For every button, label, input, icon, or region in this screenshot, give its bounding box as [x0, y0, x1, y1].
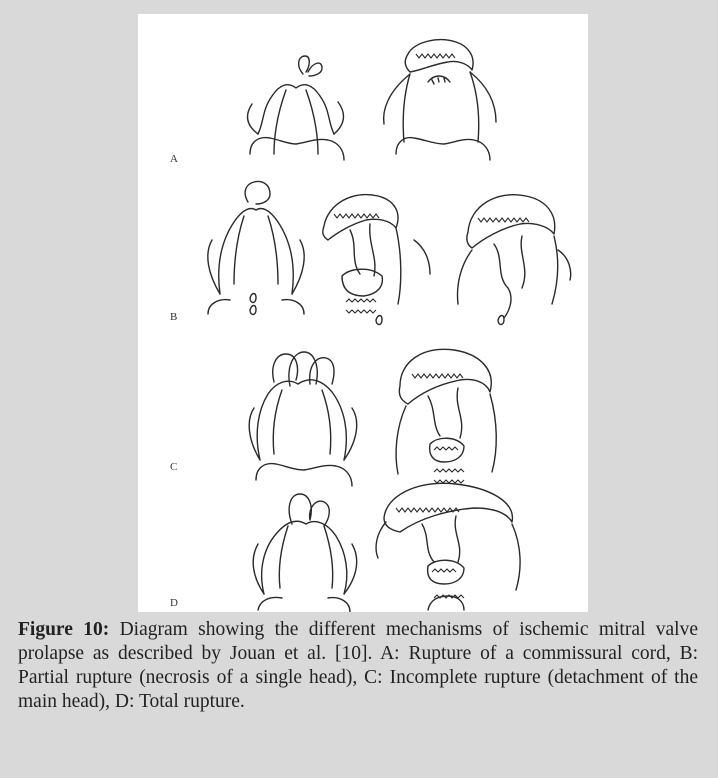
panel-c-incomplete-rupture: [396, 349, 496, 483]
figure-caption: Figure 10: Diagram showing the different…: [18, 618, 698, 714]
panel-label-c: C: [170, 461, 177, 473]
panel-a-rupture: [384, 40, 496, 160]
caption-label: Figure 10:: [18, 619, 109, 640]
panel-d-normal: [253, 494, 356, 612]
panel-label-b: B: [170, 311, 177, 323]
panel-label-a: A: [170, 153, 178, 165]
valve-diagram: A: [138, 14, 588, 612]
panel-c-normal: [249, 352, 356, 486]
panel-b-normal: [208, 182, 304, 315]
panel-b-complete-rupture: [458, 195, 571, 325]
caption-text: Diagram showing the different mechanisms…: [18, 619, 698, 712]
panel-a-normal: [248, 56, 345, 160]
panel-label-d: D: [170, 597, 178, 609]
figure-illustration: A: [138, 14, 588, 612]
panel-b-partial-rupture: [323, 195, 430, 325]
panel-d-total-rupture: [376, 483, 520, 610]
